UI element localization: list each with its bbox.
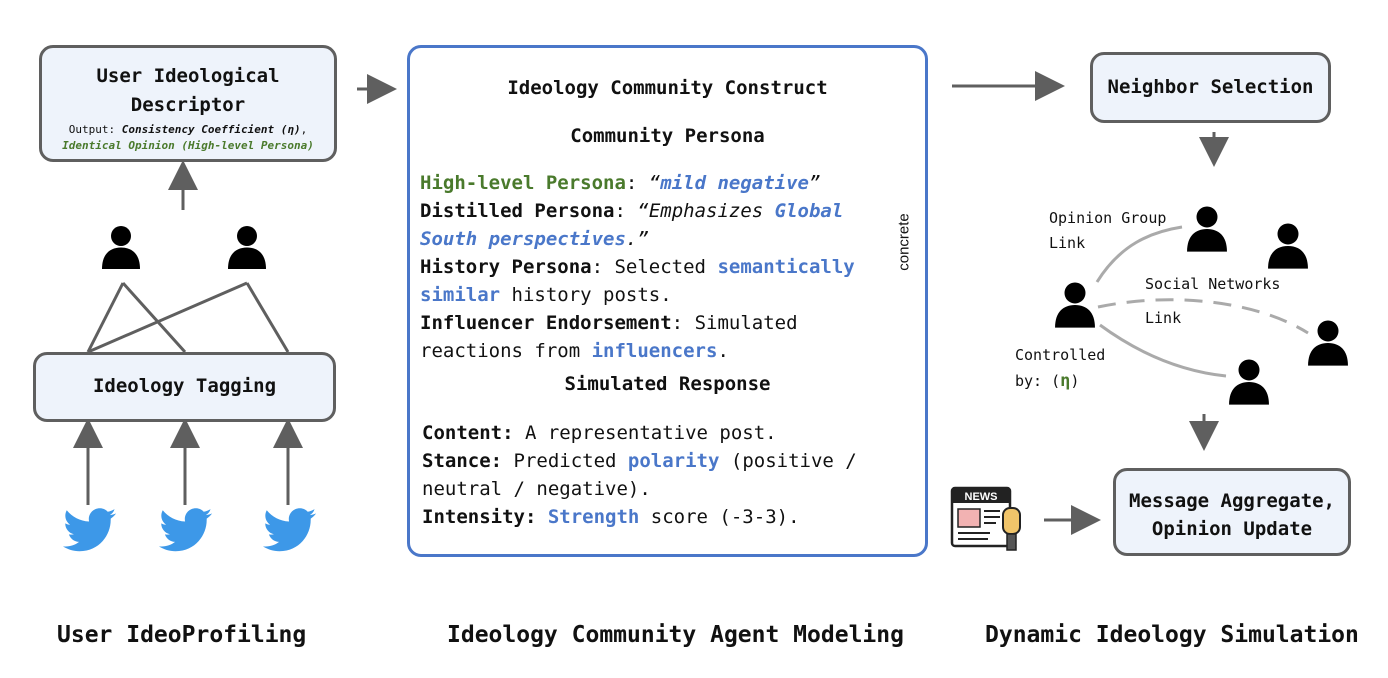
colon: :	[671, 312, 684, 334]
history-persona-highlight: similar	[420, 284, 501, 306]
history-persona-line: History Persona: Selected semantically	[420, 253, 855, 281]
eta-symbol: η	[1060, 371, 1071, 391]
controlled-label-line1: Controlled	[1015, 346, 1106, 364]
intensity-line: Intensity: Strength score (-3-3).	[422, 503, 800, 531]
message-aggregate-box: Message Aggregate, Opinion Update	[1113, 468, 1351, 556]
influencer-text: Simulated	[683, 312, 798, 334]
descriptor-title-line1: User Ideological	[96, 65, 280, 87]
distilled-persona-highlight: South perspectives	[420, 228, 626, 250]
influencer-end: .	[717, 340, 729, 362]
output-opinion: Identical Opinion (High-level Persona)	[62, 139, 314, 152]
stance-text: Predicted	[502, 450, 628, 472]
neighbor-icon	[1229, 359, 1269, 405]
distilled-persona-text: “Emphasizes	[637, 200, 775, 222]
controlled-by-label: Controlled by: (η)	[1015, 342, 1105, 394]
colon: :	[625, 172, 638, 194]
social-network-link	[1097, 298, 1309, 335]
neighbor-icon	[1268, 223, 1308, 269]
tagging-edges	[86, 281, 290, 354]
opinion-group-link-label: Opinion Group Link	[1049, 206, 1166, 256]
opinion-group-label-line1: Opinion Group	[1049, 209, 1167, 227]
distilled-persona-line: Distilled Persona: “Emphasizes Global	[420, 197, 843, 225]
high-level-persona-key: High-level Persona	[420, 172, 626, 194]
quote-open: “	[648, 172, 661, 194]
user-ideological-descriptor-box: User Ideological Descriptor Output: Cons…	[39, 45, 337, 162]
user-icon	[1055, 282, 1095, 328]
news-icon	[950, 486, 1021, 551]
history-persona-highlight: semantically	[717, 256, 855, 278]
aggregate-label-line2: Opinion Update	[1151, 518, 1313, 540]
descriptor-title-line2: Descriptor	[130, 94, 246, 116]
construct-title: Ideology Community Construct	[507, 77, 828, 99]
content-key: Content:	[422, 422, 514, 444]
ideology-tagging-box: Ideology Tagging	[33, 352, 336, 422]
opinion-group-label-line2: Link	[1049, 234, 1086, 252]
distilled-persona-key: Distilled Persona	[420, 200, 615, 222]
output-prefix: Output:	[68, 123, 122, 136]
controlled-label-suffix: )	[1070, 372, 1080, 390]
twitter-icon	[158, 508, 213, 552]
content-value: A representative post.	[513, 422, 777, 444]
colon: :	[614, 200, 626, 222]
community-persona-header: Community Persona	[570, 125, 765, 147]
stance-key: Stance:	[422, 450, 503, 472]
user-icon	[102, 226, 140, 269]
social-networks-label: Social Networks	[1145, 275, 1281, 293]
output-separator: ,	[300, 123, 308, 136]
stance-line2: neutral / negative).	[422, 478, 651, 500]
ideology-community-construct-box	[407, 45, 928, 557]
output-coefficient: Consistency Coefficient (η)	[121, 123, 301, 136]
history-persona-text: Selected	[603, 256, 718, 278]
twitter-icon	[262, 508, 317, 552]
twitter-icon	[62, 508, 117, 552]
descriptor-title: User Ideological Descriptor	[42, 62, 334, 120]
user-icon	[228, 226, 266, 269]
social-link-label: Link	[1145, 309, 1182, 327]
descriptor-output: Output: Consistency Coefficient (η), Ide…	[42, 122, 334, 154]
simulated-response-header: Simulated Response	[564, 373, 771, 395]
neighbor-selection-label: Neighbor Selection	[1107, 76, 1314, 98]
high-level-persona-line: High-level Persona: “mild negative”	[420, 169, 820, 197]
colon: :	[591, 256, 604, 278]
stance-text-end: (positive /	[719, 450, 857, 472]
influencer-key: Influencer Endorsement	[420, 312, 672, 334]
quote-close: ”	[808, 172, 821, 194]
history-persona-key: History Persona	[420, 256, 592, 278]
distilled-persona-highlight: Global	[774, 200, 844, 222]
controlled-label-prefix: by: (	[1015, 372, 1061, 390]
history-persona-line2: similar history posts.	[420, 281, 672, 309]
neighbor-icon	[1308, 320, 1348, 366]
high-level-persona-value: mild negative	[660, 172, 809, 194]
concrete-label: concrete	[895, 213, 913, 271]
history-persona-end: history posts.	[500, 284, 672, 306]
distilled-persona-end: .”	[625, 228, 649, 250]
influencer-line2: reactions from influencers.	[420, 337, 729, 365]
caption-agent-modeling: Ideology Community Agent Modeling	[447, 622, 904, 648]
stance-line: Stance: Predicted polarity (positive /	[422, 447, 857, 475]
neighbor-icon	[1187, 206, 1227, 252]
aggregate-label-line1: Message Aggregate,	[1129, 490, 1335, 512]
content-line: Content: A representative post.	[422, 419, 777, 447]
opinion-group-link	[1095, 225, 1183, 283]
influencer-line: Influencer Endorsement: Simulated	[420, 309, 798, 337]
news-icon-label: NEWS	[965, 491, 998, 503]
intensity-text: score (-3-3).	[639, 506, 800, 528]
intensity-key: Intensity:	[422, 506, 537, 528]
influencer-highlight: influencers	[591, 340, 718, 362]
influencer-text: reactions from	[420, 340, 592, 362]
distilled-persona-line2: South perspectives.”	[420, 225, 649, 253]
stance-highlight: polarity	[627, 450, 720, 472]
neighbor-selection-box: Neighbor Selection	[1090, 52, 1331, 123]
intensity-highlight: Strength	[547, 506, 640, 528]
ideology-tagging-label: Ideology Tagging	[92, 375, 277, 397]
controlled-link	[1099, 323, 1227, 378]
message-aggregate-label: Message Aggregate, Opinion Update	[1116, 487, 1348, 543]
caption-dynamic-simulation: Dynamic Ideology Simulation	[985, 622, 1359, 648]
caption-user-ideoprofiling: User IdeoProfiling	[57, 622, 307, 648]
